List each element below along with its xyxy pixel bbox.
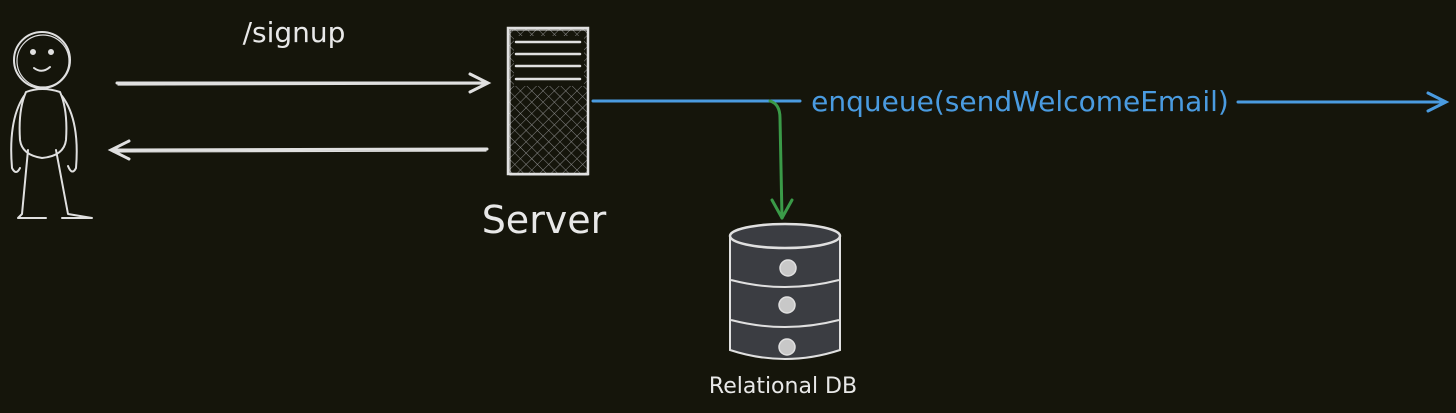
response-arrow <box>107 139 489 161</box>
server-label: Server <box>482 198 607 242</box>
signup-label: /signup <box>243 16 346 49</box>
database-icon <box>728 222 842 360</box>
db-write-arrow <box>768 99 794 220</box>
enqueue-arrow <box>591 91 1450 113</box>
database-label: Relational DB <box>709 374 857 399</box>
server-icon <box>506 26 590 176</box>
user-icon <box>10 31 93 219</box>
enqueue-label: enqueue(sendWelcomeEmail) <box>811 85 1229 118</box>
request-arrow <box>115 72 492 94</box>
